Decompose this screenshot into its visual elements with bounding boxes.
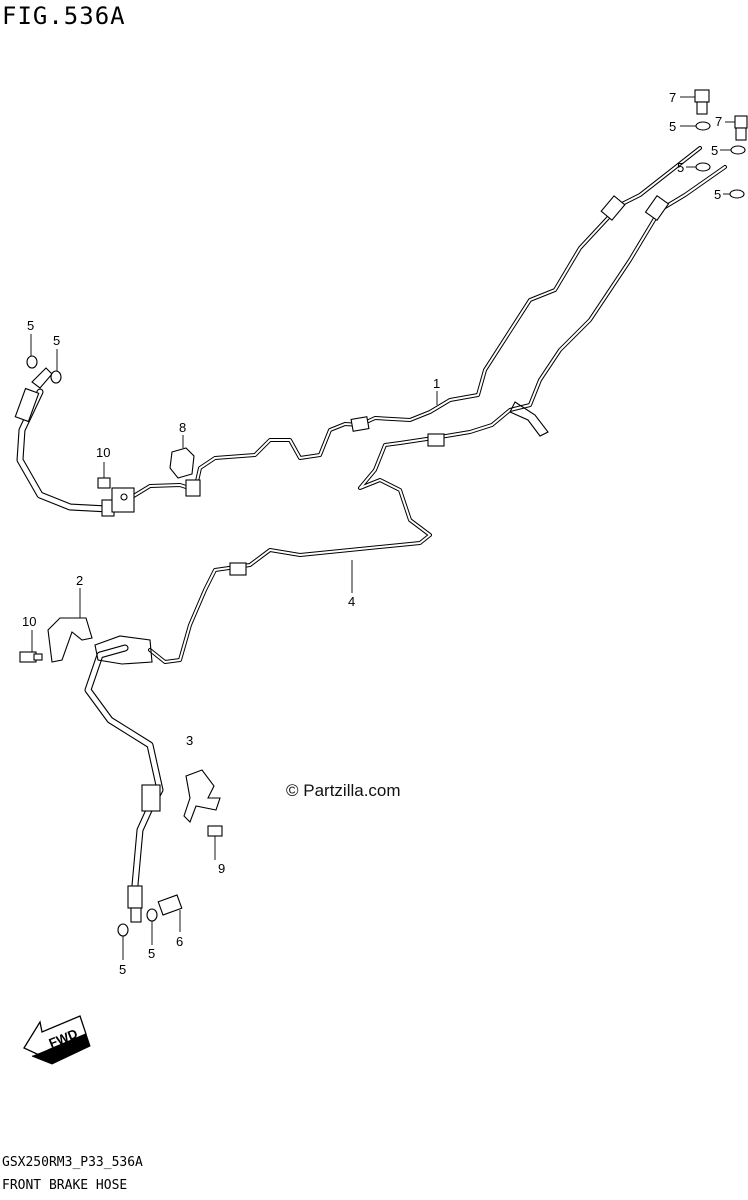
figure-code: GSX250RM3_P33_536A (2, 1155, 143, 1170)
callout-10: 10 (96, 445, 110, 460)
brake-pipe-1 (130, 146, 702, 499)
bolt-7-right (734, 115, 748, 141)
hose-banjo (130, 907, 142, 923)
pipe-joint (185, 479, 201, 497)
callout-5: 5 (148, 946, 155, 961)
copyright-text: © Partzilla.com (286, 781, 401, 800)
bolt-9 (207, 825, 223, 837)
callout-5: 5 (53, 333, 60, 348)
callout-10: 10 (22, 614, 36, 629)
hose-fitting (14, 387, 40, 423)
figure-caption: FRONT BRAKE HOSE (2, 1178, 128, 1193)
pipe-grommet (350, 416, 370, 432)
washer-icon (26, 121, 746, 937)
callout-5: 5 (119, 962, 126, 977)
callout-5: 5 (714, 187, 721, 202)
pipe-grommet (600, 195, 626, 221)
bolt-7-left (694, 89, 710, 115)
brake-hose-right (84, 635, 164, 923)
bolt-10-lower (19, 651, 43, 663)
banjo-end (31, 367, 53, 389)
bracket-2 (47, 617, 93, 663)
fwd-arrow-icon: FWD (23, 1015, 91, 1065)
callout-7: 7 (715, 114, 722, 129)
clamp-8 (169, 447, 195, 479)
bolt-6 (157, 894, 183, 916)
pipe-grommet (427, 433, 445, 447)
brake-hose-left (14, 367, 135, 517)
callout-5: 5 (677, 160, 684, 175)
callout-9: 9 (218, 861, 225, 876)
hose-joint (94, 635, 153, 665)
figure-title: FIG.536A (2, 2, 126, 30)
pipe-junction (509, 401, 549, 437)
hose-grommet (141, 784, 161, 812)
pipe-grommet (644, 195, 670, 221)
callout-2: 2 (76, 573, 83, 588)
callout-4: 4 (348, 594, 355, 609)
brake-pipe-4 (148, 165, 727, 664)
pipe-grommet (229, 562, 247, 576)
bolt-10-upper (97, 462, 111, 489)
joint-bolt-hole (120, 493, 128, 501)
callout-1: 1 (433, 376, 440, 391)
callout-5: 5 (711, 143, 718, 158)
callout-5: 5 (669, 119, 676, 134)
bracket-3 (183, 769, 221, 823)
callout-6: 6 (176, 934, 183, 949)
callout-7: 7 (669, 90, 676, 105)
callout-8: 8 (179, 420, 186, 435)
hose-fitting (127, 885, 143, 909)
callout-3: 3 (186, 733, 193, 748)
callout-5: 5 (27, 318, 34, 333)
